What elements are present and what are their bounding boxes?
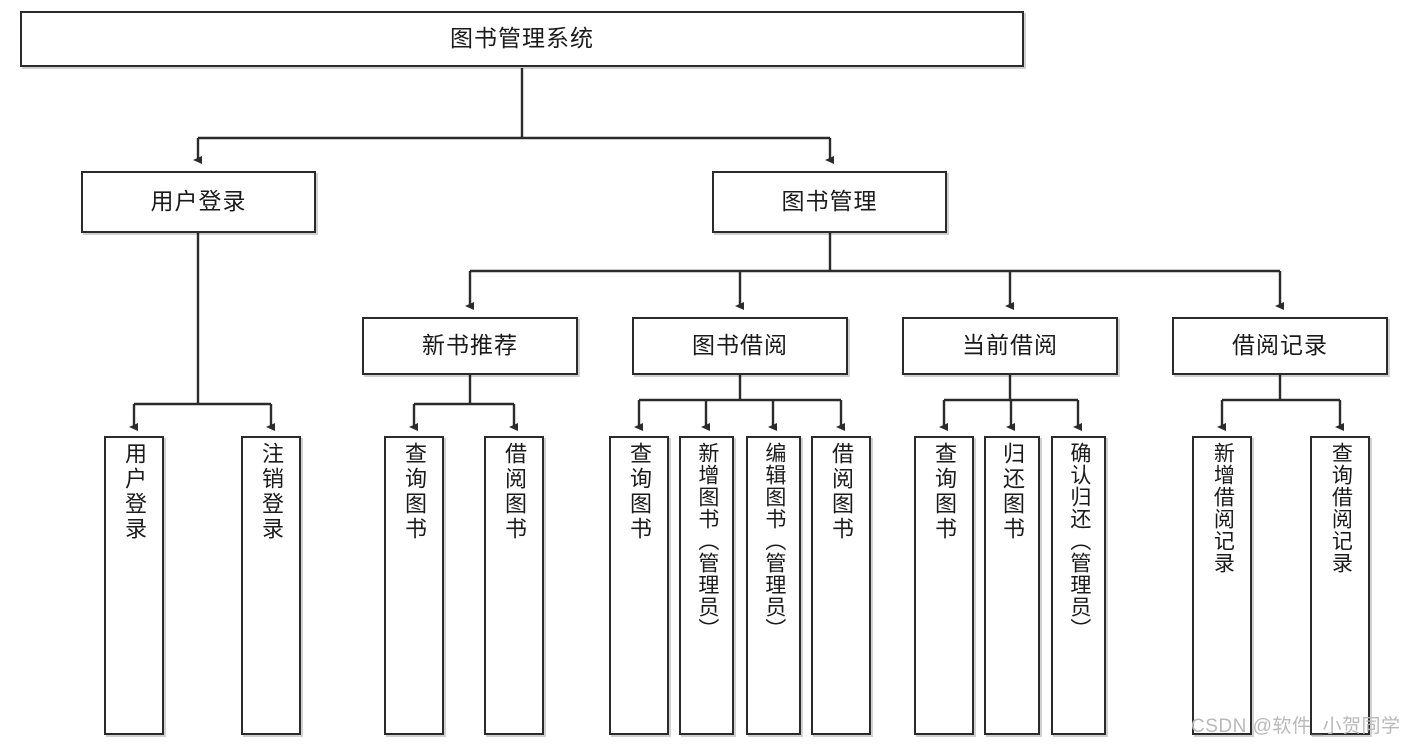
node-leaf-edit-book[interactable]: 编辑图书（管理员） (746, 436, 801, 735)
node-leaf-query-borrow-record[interactable]: 查询借阅记录 (1310, 436, 1370, 735)
node-leaf-borrow-book[interactable]: 借阅图书 (811, 436, 871, 735)
node-label: 图书管理系统 (450, 25, 594, 52)
node-label: 查询图书 (931, 442, 957, 542)
node-label: 借阅记录 (1232, 332, 1328, 359)
node-leaf-logout[interactable]: 注销登录 (241, 436, 301, 735)
node-user-login[interactable]: 用户登录 (81, 171, 316, 233)
node-leaf-query-book-borrow[interactable]: 查询图书 (609, 436, 669, 735)
node-label: 用户登录 (121, 442, 147, 542)
node-label: 用户登录 (150, 188, 247, 215)
node-root-system[interactable]: 图书管理系统 (20, 11, 1024, 67)
node-leaf-query-book-rec[interactable]: 查询图书 (384, 436, 444, 735)
node-label: 注销登录 (258, 442, 284, 542)
node-borrow-record[interactable]: 借阅记录 (1172, 317, 1388, 375)
node-book-manage[interactable]: 图书管理 (712, 171, 947, 233)
node-label: 归还图书 (999, 442, 1025, 542)
node-label: 图书借阅 (692, 332, 788, 359)
node-new-book-recommend[interactable]: 新书推荐 (362, 317, 578, 375)
node-label: 新增借阅记录 (1211, 442, 1235, 574)
node-leaf-confirm-return[interactable]: 确认归还（管理员） (1051, 436, 1106, 735)
node-label: 新书推荐 (422, 332, 518, 359)
node-label: 确认归还（管理员） (1067, 442, 1091, 640)
node-label: 编辑图书（管理员） (762, 442, 786, 640)
node-leaf-borrow-book-rec[interactable]: 借阅图书 (484, 436, 544, 735)
node-leaf-user-login[interactable]: 用户登录 (104, 436, 164, 735)
node-label: 借阅图书 (501, 442, 527, 542)
node-label: 查询借阅记录 (1329, 442, 1353, 574)
node-label: 图书管理 (781, 188, 878, 215)
node-leaf-add-book[interactable]: 新增图书（管理员） (679, 436, 734, 735)
node-current-borrow[interactable]: 当前借阅 (902, 317, 1118, 375)
node-leaf-add-borrow-record[interactable]: 新增借阅记录 (1192, 436, 1252, 735)
node-label: 借阅图书 (828, 442, 854, 542)
node-leaf-return-book[interactable]: 归还图书 (984, 436, 1040, 735)
node-label: 当前借阅 (962, 332, 1058, 359)
node-book-borrow[interactable]: 图书借阅 (632, 317, 848, 375)
node-label: 查询图书 (401, 442, 427, 542)
csdn-watermark: CSDN @软件_小贺同学 (1191, 716, 1401, 737)
node-label: 查询图书 (626, 442, 652, 542)
node-label: 新增图书（管理员） (695, 442, 719, 640)
node-leaf-query-book-current[interactable]: 查询图书 (914, 436, 974, 735)
